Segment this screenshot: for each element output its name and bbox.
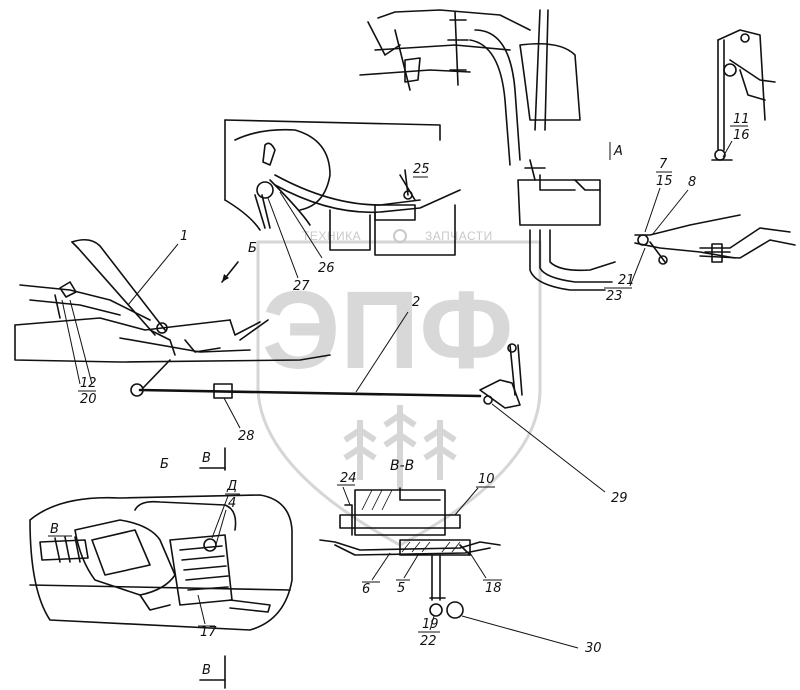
callout-17: 17 [200,625,217,640]
callout-28: 28 [238,429,255,444]
callout-25: 25 [413,162,430,177]
callout-27: 27 [293,279,310,294]
callout-5: 5 [397,581,405,596]
section-vv-hatch [361,489,461,553]
callout-29: 29 [611,491,628,506]
detail-v-label: В [50,522,59,537]
gear-icon [393,229,407,243]
cut-mark-top: В [202,451,211,466]
callout-30: 30 [585,641,602,656]
callout-15: 15 [656,174,673,189]
callout-4: 4 [228,496,236,511]
callout-1: 1 [180,229,188,244]
callout-24: 24 [340,471,357,486]
frame-section [224,119,461,256]
watermark-brand-left: ТЕХНИКА [302,229,361,243]
watermark: ТЕХНИКА ЗАПЧАСТИ ЭПФ [256,229,542,547]
callout-11: 11 [733,112,750,127]
callout-18: 18 [485,581,502,596]
long-rod [130,343,523,409]
callout-10: 10 [478,472,495,487]
top-right-detail [711,29,776,161]
callout-16: 16 [733,128,750,143]
wheat-icon [343,405,457,490]
callout-7: 7 [659,157,668,172]
callout-23: 23 [606,289,623,304]
callout-26: 26 [318,261,335,276]
section-vv-label: В-В [390,458,414,474]
view-a-assembly [517,159,616,291]
callout-6: 6 [362,582,370,597]
callout-8: 8 [688,175,696,190]
callout-19: 19 [422,617,439,632]
detail-d-label: Д [226,479,237,494]
callout-20: 20 [80,392,97,407]
callout-22: 22 [420,634,437,649]
right-linkage [634,214,796,265]
callout-2: 2 [412,295,420,310]
cut-mark-bottom: В [202,663,211,678]
section-vv-assembly [319,487,501,619]
view-b-label: Б [248,241,257,256]
callout-12: 12 [80,376,97,391]
view-b-detail-label: Б [160,457,169,472]
view-a-label: А [613,144,623,159]
watermark-logo: ЭПФ [262,269,513,392]
watermark-brand-right: ЗАПЧАСТИ [425,229,493,243]
detail-b-assembly [29,494,293,631]
top-pedal-assembly [359,9,581,166]
left-lever-assembly [14,238,331,363]
